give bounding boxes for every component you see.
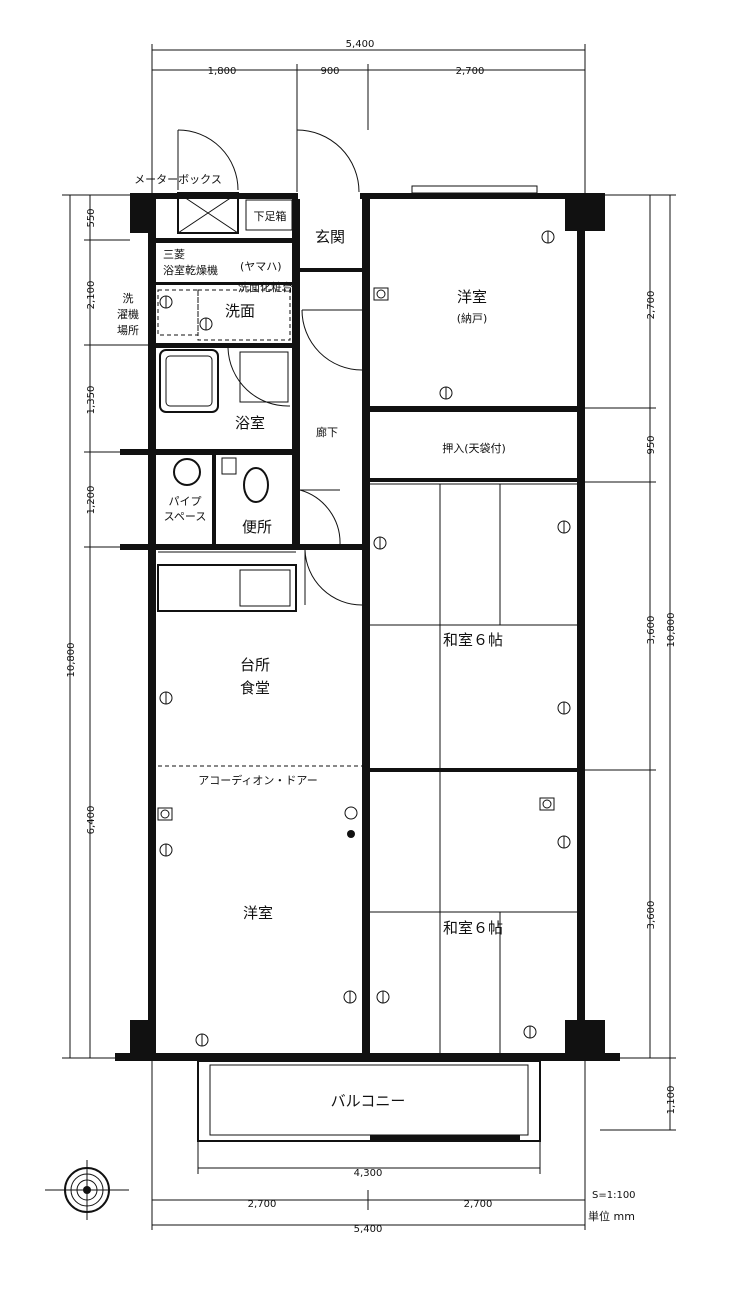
outlet-icon <box>557 835 571 849</box>
hallway-label: 廊下 <box>316 425 338 439</box>
dim-top-mid: 900 <box>320 66 339 77</box>
shoe-box-label: 下足箱 <box>254 209 287 223</box>
outlet-symbols <box>157 230 571 1047</box>
kitchen-label-1: 台所 <box>240 656 270 674</box>
bathroom-label: 浴室 <box>235 414 265 432</box>
vanity-label: 洗面化粧台 <box>238 280 293 294</box>
japanese-room-2-label: 和室６帖 <box>443 919 503 937</box>
room-labels: メーターボックス 下足箱 玄関 洋室 (納戸) 三菱 浴室乾燥機 (ヤマハ) 洗… <box>117 173 506 1110</box>
dim-right-2: 950 <box>646 435 657 454</box>
accordion-door-label: アコーディオン・ドアー <box>198 773 318 787</box>
dryer-label-1: 三菱 <box>163 248 185 261</box>
gas-outlet-icon <box>373 287 389 301</box>
western-room-north-label: 洋室 <box>457 288 487 306</box>
outlet-icon <box>195 1033 209 1047</box>
balcony-label: バルコニー <box>331 1092 406 1110</box>
outlet-icon <box>523 1025 537 1039</box>
outlet-icon <box>159 691 173 705</box>
legend: S=1:100 単位 mm <box>588 1190 636 1223</box>
dryer-label-2: 浴室乾燥機 <box>163 263 218 277</box>
gas-outlet-icon <box>157 807 173 821</box>
dim-right-total: 10,800 <box>666 613 677 648</box>
laundry-label-3: 場所 <box>117 324 139 337</box>
toilet-label: 便所 <box>242 518 272 536</box>
phone-outlet-icon <box>344 806 358 838</box>
laundry-label-2: 濯機 <box>117 307 139 321</box>
dim-bottom-left: 2,700 <box>248 1199 277 1210</box>
gas-outlet-icon <box>539 797 555 811</box>
dim-balcony-width: 4,300 <box>354 1168 383 1179</box>
outlet-icon <box>343 990 357 1004</box>
dim-right-3: 3,600 <box>646 616 657 645</box>
dim-left-1: 550 <box>86 208 97 227</box>
dim-right-1: 2,700 <box>646 291 657 320</box>
walls <box>115 193 620 1061</box>
dryer-maker-label: (ヤマハ) <box>240 260 282 273</box>
dim-right-balcony: 1,100 <box>666 1086 677 1115</box>
closet-label: 押入(天袋付) <box>442 441 506 455</box>
japanese-room-1-label: 和室６帖 <box>443 631 503 649</box>
dim-right-4: 3,600 <box>646 901 657 930</box>
outlet-icon <box>541 230 555 244</box>
dim-top-right: 2,700 <box>456 66 485 77</box>
entrance-label: 玄関 <box>315 228 345 246</box>
unit-label: 単位 mm <box>588 1209 635 1223</box>
dim-left-4: 1,200 <box>86 486 97 515</box>
dim-left-total: 10,800 <box>66 643 77 678</box>
kitchen-label-2: 食堂 <box>240 679 270 697</box>
outlet-icon <box>373 536 387 550</box>
pipe-space-label-1: パイプ <box>169 495 202 508</box>
laundry-label-1: 洗 <box>123 292 134 305</box>
outlet-icon <box>159 295 173 309</box>
dim-bottom-right: 2,700 <box>464 1199 493 1210</box>
dim-bottom-total: 5,400 <box>354 1224 383 1235</box>
western-room-north-note: (納戸) <box>457 312 488 325</box>
outlet-icon <box>159 843 173 857</box>
scale-label: S=1:100 <box>592 1190 636 1201</box>
western-room-south-label: 洋室 <box>243 904 273 922</box>
outlet-icon <box>439 386 453 400</box>
outlet-icon <box>376 990 390 1004</box>
outlet-icon <box>199 317 213 331</box>
doors-fixtures <box>45 129 577 1220</box>
dim-top-total: 5,400 <box>346 39 375 50</box>
outlet-icon <box>557 701 571 715</box>
dimension-labels: 5,400 1,800 900 2,700 550 2,100 1,350 1,… <box>66 39 677 1235</box>
meter-box-label: メーターボックス <box>134 173 222 186</box>
dim-left-2: 2,100 <box>86 281 97 310</box>
dim-left-5: 6,400 <box>86 806 97 835</box>
outlet-icon <box>557 520 571 534</box>
dim-left-3: 1,350 <box>86 386 97 415</box>
dim-top-left: 1,800 <box>208 66 237 77</box>
washroom-label: 洗面 <box>225 302 255 320</box>
pipe-space-label-2: スペース <box>164 510 207 523</box>
